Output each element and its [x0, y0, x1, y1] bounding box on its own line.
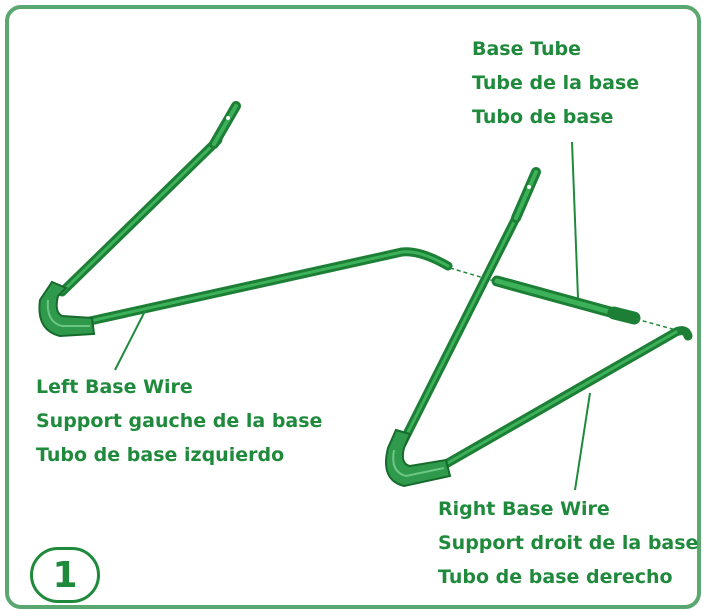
left-base-wire-label-es: Tubo de base izquierdo	[36, 444, 285, 466]
right-base-wire	[385, 167, 693, 488]
leader-line-base-tube	[571, 141, 579, 299]
left-base-wire-label: Left Base Wire Support gauche de la base…	[36, 370, 322, 472]
right-base-wire-corner-pad	[385, 428, 452, 488]
right-base-wire-label-fr: Support droit de la base	[438, 532, 699, 554]
right-base-wire-label: Right Base Wire Support droit de la base…	[438, 492, 698, 594]
right-base-wire-label-en: Right Base Wire	[438, 498, 610, 520]
leader-line-left-wire	[114, 310, 146, 371]
left-base-wire-label-fr: Support gauche de la base	[36, 410, 323, 432]
leader-line-right-wire	[574, 392, 591, 491]
base-tube-label: Base Tube Tube de la base Tubo de base	[472, 32, 639, 134]
base-tube-label-en: Base Tube	[472, 38, 581, 60]
base-tube-label-fr: Tube de la base	[472, 72, 640, 94]
connector-dashed-right	[635, 318, 677, 331]
diagram-border	[5, 5, 701, 609]
left-base-wire-label-en: Left Base Wire	[36, 376, 193, 398]
base-tube-label-es: Tubo de base	[472, 106, 614, 128]
step-number-badge: 1	[30, 547, 100, 603]
base-tube	[491, 275, 641, 325]
left-base-wire	[38, 101, 453, 338]
right-base-wire-label-es: Tubo de base derecho	[438, 566, 673, 588]
